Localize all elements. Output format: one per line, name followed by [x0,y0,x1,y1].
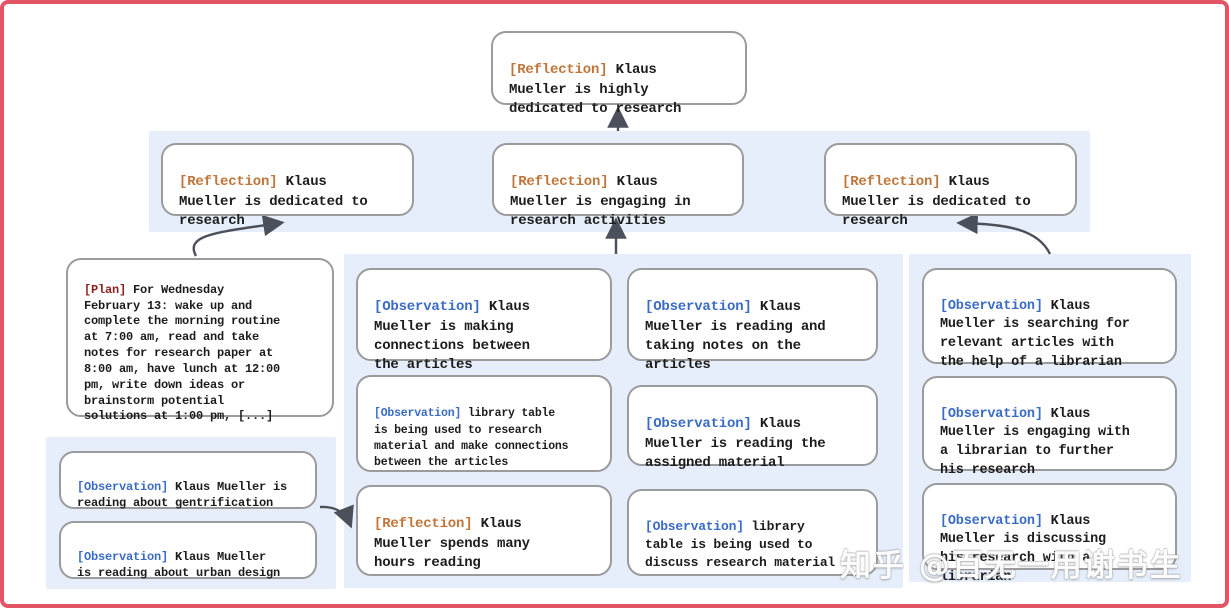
node-text: Klaus Mueller is discussing his research… [940,513,1106,585]
observation-node-taking-notes: [Observation] Klaus Mueller is reading a… [627,268,878,373]
observation-node-assigned-material: [Observation] Klaus Mueller is reading t… [627,385,878,471]
node-tag: [Observation] [645,299,752,316]
reflection-node-middle: [Reflection] Klaus Mueller is engaging i… [492,143,744,229]
observation-node-urban-design: [Observation] Klaus Mueller is reading a… [59,521,317,581]
node-text: Klaus Mueller is reading about gentrific… [77,479,288,511]
reflection-node-left: [Reflection] Klaus Mueller is dedicated … [161,143,414,229]
node-text: Klaus Mueller is making connections betw… [374,299,530,374]
zhihu-watermark: 知乎 @百无一用谢书生 [840,548,1183,584]
node-tag: [Reflection] [179,174,278,191]
node-text: Klaus Mueller is engaging with a librari… [940,406,1130,478]
node-tag: [Observation] [374,299,481,316]
observation-node-searching-articles: [Observation] Klaus Mueller is searching… [922,268,1177,370]
node-text: Klaus Mueller is reading and taking note… [645,299,826,374]
plan-node: [Plan] For Wednesday February 13: wake u… [66,258,334,423]
node-text: Klaus Mueller spends many hours reading [374,516,530,571]
observation-node-library-table-research: [Observation] library table is being use… [356,375,612,472]
node-text: Klaus Mueller is reading the assigned ma… [645,416,826,471]
node-text: Klaus Mueller is searching for relevant … [940,298,1130,370]
node-text: Klaus Mueller is reading about urban des… [77,549,281,581]
node-tag: [Reflection] [374,516,473,533]
reflection-node-hours-reading: [Reflection] Klaus Mueller spends many h… [356,485,612,576]
node-text: For Wednesday February 13: wake up and c… [84,282,281,424]
node-text: Klaus Mueller is highly dedicated to res… [509,62,682,117]
observation-node-discussing-research: [Observation] Klaus Mueller is discussin… [922,483,1177,585]
node-tag: [Reflection] [510,174,609,191]
node-text: Klaus Mueller is dedicated to research [842,174,1031,229]
node-tag: [Observation] [940,298,1043,314]
node-tag: [Observation] [940,406,1043,422]
node-tag: [Observation] [645,518,744,534]
node-tag: [Reflection] [509,62,608,79]
reflection-node-top: [Reflection] Klaus Mueller is highly ded… [491,31,747,117]
node-tag: [Observation] [374,407,462,421]
node-tag: [Reflection] [842,174,941,191]
node-text: Klaus Mueller is dedicated to research [179,174,368,229]
node-text: Klaus Mueller is engaging in research ac… [510,174,691,229]
node-tag: [Observation] [77,549,169,564]
node-tag: [Plan] [84,282,127,297]
observation-node-making-connections: [Observation] Klaus Mueller is making co… [356,268,612,373]
reflection-node-right: [Reflection] Klaus Mueller is dedicated … [824,143,1077,229]
node-tag: [Observation] [940,513,1043,529]
node-text: library table is being used to discuss r… [645,518,836,570]
node-tag: [Observation] [645,416,752,433]
observation-node-library-table-discuss: [Observation] library table is being use… [627,489,878,576]
node-tag: [Observation] [77,479,169,494]
observation-node-gentrification: [Observation] Klaus Mueller is reading a… [59,451,317,511]
node-text: library table is being used to research … [374,407,569,470]
observation-node-engaging-librarian: [Observation] Klaus Mueller is engaging … [922,376,1177,478]
